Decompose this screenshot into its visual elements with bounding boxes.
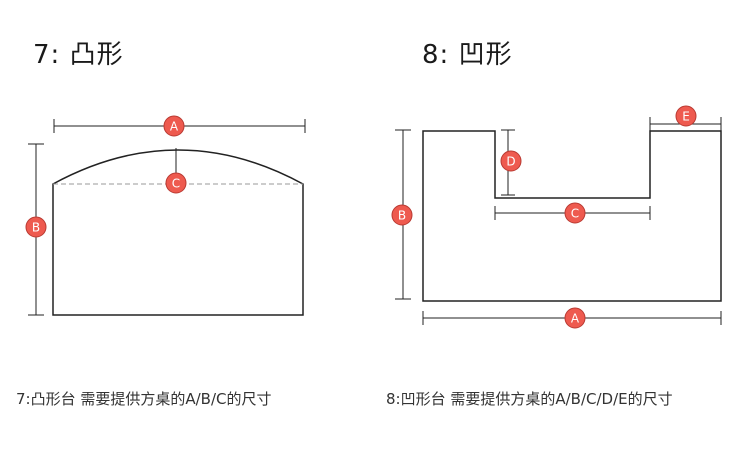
concave-diagram: A B C D E	[391, 105, 722, 329]
svg-text:C: C	[571, 207, 579, 221]
convex-table-outline	[52, 149, 304, 316]
concave-title: 8: 凹形	[422, 40, 513, 70]
svg-text:D: D	[506, 155, 515, 169]
svg-text:B: B	[32, 221, 40, 235]
svg-text:E: E	[682, 110, 690, 124]
concave-marker-a: A	[564, 307, 586, 329]
svg-text:C: C	[172, 177, 180, 191]
convex-marker-c: C	[165, 172, 187, 194]
concave-marker-c: C	[564, 202, 586, 224]
svg-text:A: A	[170, 120, 179, 134]
convex-title: 7: 凸形	[33, 40, 124, 70]
concave-marker-e: E	[675, 105, 697, 127]
concave-marker-d: D	[500, 150, 522, 172]
convex-marker-b: B	[25, 216, 47, 238]
convex-marker-a: A	[163, 115, 185, 137]
svg-text:B: B	[398, 209, 406, 223]
convex-diagram: A B C	[25, 115, 306, 316]
svg-text:A: A	[571, 312, 580, 326]
convex-caption: 7:凸形台 需要提供方桌的A/B/C的尺寸	[16, 390, 272, 408]
concave-marker-b: B	[391, 204, 413, 226]
concave-caption: 8:凹形台 需要提供方桌的A/B/C/D/E的尺寸	[386, 390, 673, 408]
